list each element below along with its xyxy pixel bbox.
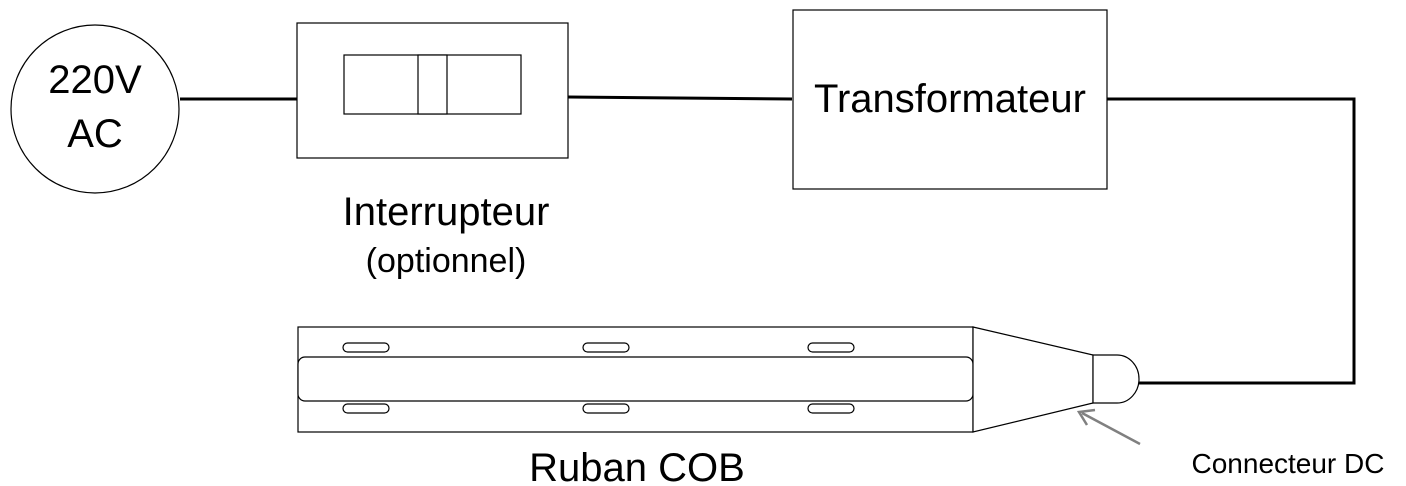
connector-pointer-line [1081, 411, 1141, 446]
mounting-slot [807, 403, 855, 414]
mounting-slot [582, 403, 630, 414]
cob-strip-taper [972, 326, 1094, 433]
switch-rocker-center [417, 54, 448, 115]
mounting-slot [582, 342, 630, 353]
connector-label: Connecteur DC [1192, 448, 1385, 479]
transformer-box [792, 9, 1108, 190]
mounting-slot [342, 342, 390, 353]
ac-source-type-label: AC [67, 112, 123, 156]
cob-strip-channel [297, 356, 974, 402]
connector-pointer-arrowhead [1076, 408, 1096, 426]
ac-source-voltage-label: 220V [48, 58, 142, 102]
ac-source: 220V AC [10, 24, 180, 194]
switch: Interrupteur (optionnel) [296, 22, 569, 280]
wire-transformer-to-connector [1107, 97, 1356, 385]
switch-note-label: (optionnel) [366, 242, 527, 280]
dc-connector-plug [1092, 354, 1140, 404]
wires [180, 95, 1356, 385]
cob-strip: Ruban COB [297, 326, 1140, 486]
wire-switch-to-transformer [567, 95, 793, 101]
ac-source-circle [10, 24, 180, 194]
mounting-slot [342, 403, 390, 414]
mounting-slot [807, 342, 855, 353]
connector-callout: Connecteur DC [1076, 408, 1385, 479]
transformer-label: Transformateur [814, 77, 1086, 121]
cob-strip-label: Ruban COB [529, 446, 745, 486]
switch-label: Interrupteur [343, 190, 550, 234]
transformer: Transformateur [792, 9, 1108, 190]
